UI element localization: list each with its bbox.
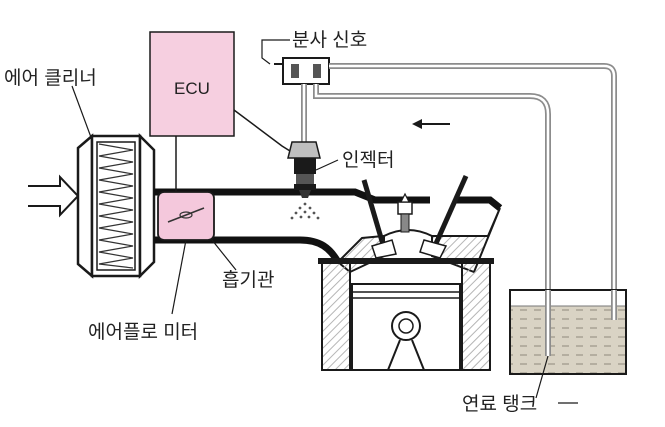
pressure-regulator	[274, 57, 330, 85]
exhaust-valve	[419, 174, 469, 259]
intake-manifold-label: 흡기관	[222, 269, 274, 291]
fuel-tank-label: 연료 탱크	[462, 393, 537, 415]
fuel-tank	[509, 289, 627, 375]
air-inlet-arrow	[28, 174, 80, 218]
leader-lines	[71, 39, 549, 399]
air-flow-meter-label: 에어플로 미터	[88, 321, 198, 343]
intake-valve	[361, 179, 397, 259]
ecu-label: ECU	[174, 79, 210, 98]
fuel-spray	[290, 202, 320, 220]
injector-label: 인젝터	[342, 149, 394, 171]
air-flow-meter	[157, 191, 215, 241]
air-cleaner	[76, 132, 156, 280]
ecu-box: ECU	[149, 31, 235, 137]
piston	[351, 283, 461, 371]
air-cleaner-filter-element	[96, 141, 136, 271]
injection-signal-wire	[233, 109, 299, 157]
cylinder-block	[318, 258, 494, 371]
spark-plug	[397, 192, 413, 233]
fuel-supply-pipe	[329, 63, 617, 290]
fuel-return-pipe	[313, 84, 551, 350]
injection-signal-label: 분사 신호	[292, 29, 367, 51]
air-cleaner-label: 에어 클리너	[4, 67, 97, 89]
injector	[287, 141, 321, 198]
fuel-flow-arrow	[412, 119, 450, 129]
